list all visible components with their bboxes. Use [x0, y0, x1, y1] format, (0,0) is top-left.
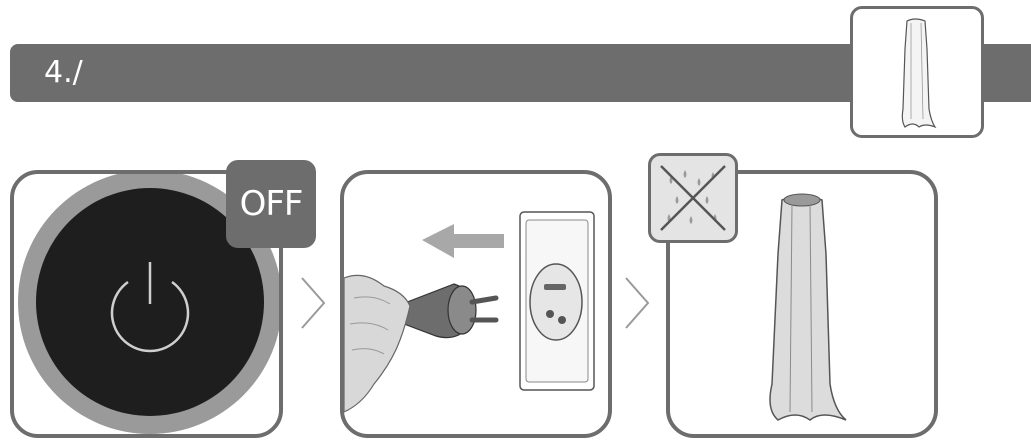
- chevron-right-icon: [622, 276, 652, 330]
- power-icon: [110, 262, 190, 353]
- off-badge: OFF: [226, 160, 316, 248]
- covered-appliance-panel: [666, 170, 938, 438]
- unplug-icon: [344, 211, 595, 413]
- step-number: 4./: [44, 55, 83, 90]
- covered-appliance-icon: [901, 18, 937, 129]
- power-knob-illustration: [18, 174, 279, 434]
- covered-appliance-thumbnail: [850, 6, 984, 138]
- covered-appliance-icon: [769, 193, 847, 421]
- chevron-right-icon: [298, 276, 328, 330]
- off-label: OFF: [239, 184, 304, 224]
- no-water-icon: [660, 165, 726, 231]
- no-water-badge: [648, 153, 738, 243]
- unplug-panel: [340, 170, 612, 438]
